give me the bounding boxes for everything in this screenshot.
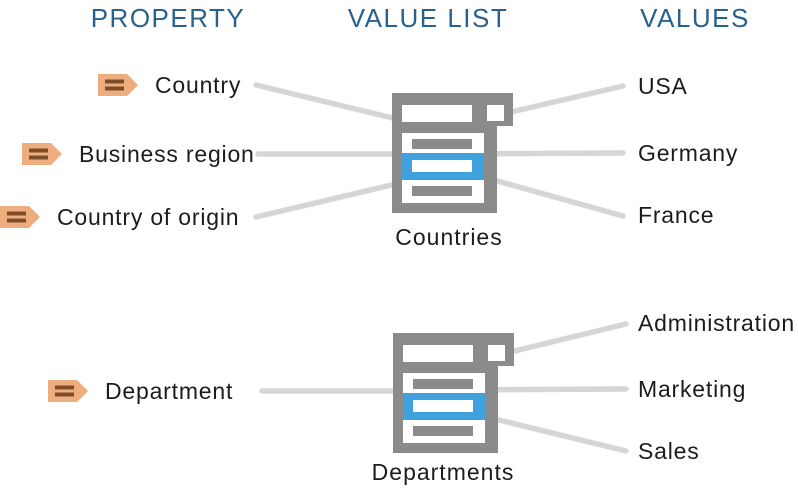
value-list-icon-countries xyxy=(392,93,513,213)
property-label: Country xyxy=(155,72,242,98)
value-list-label: Countries xyxy=(395,224,503,250)
column-header-value-list: VALUE LIST xyxy=(347,3,509,33)
value-list-label: Departments xyxy=(371,459,515,485)
value-label: Sales xyxy=(638,438,700,464)
property-row: Business region xyxy=(22,140,255,168)
property-row: Country of origin xyxy=(0,203,239,231)
value-label: France xyxy=(638,202,715,228)
value-list-icon-departments xyxy=(393,333,514,453)
property-label: Department xyxy=(105,378,234,404)
property-label: Country of origin xyxy=(57,204,240,230)
property-label: Business region xyxy=(79,141,255,167)
property-row: Department xyxy=(48,377,233,405)
value-label: USA xyxy=(638,73,688,99)
column-header-values: VALUES xyxy=(640,3,750,33)
value-label: Marketing xyxy=(638,376,747,402)
tag-icon xyxy=(22,143,62,165)
value-label: Germany xyxy=(638,140,739,166)
tag-icon xyxy=(0,206,40,228)
tag-icon xyxy=(48,380,88,402)
value-label: Administration xyxy=(638,310,795,336)
property-row: Country xyxy=(98,71,241,99)
column-header-property: PROPERTY xyxy=(90,3,246,33)
tag-icon xyxy=(98,74,138,96)
